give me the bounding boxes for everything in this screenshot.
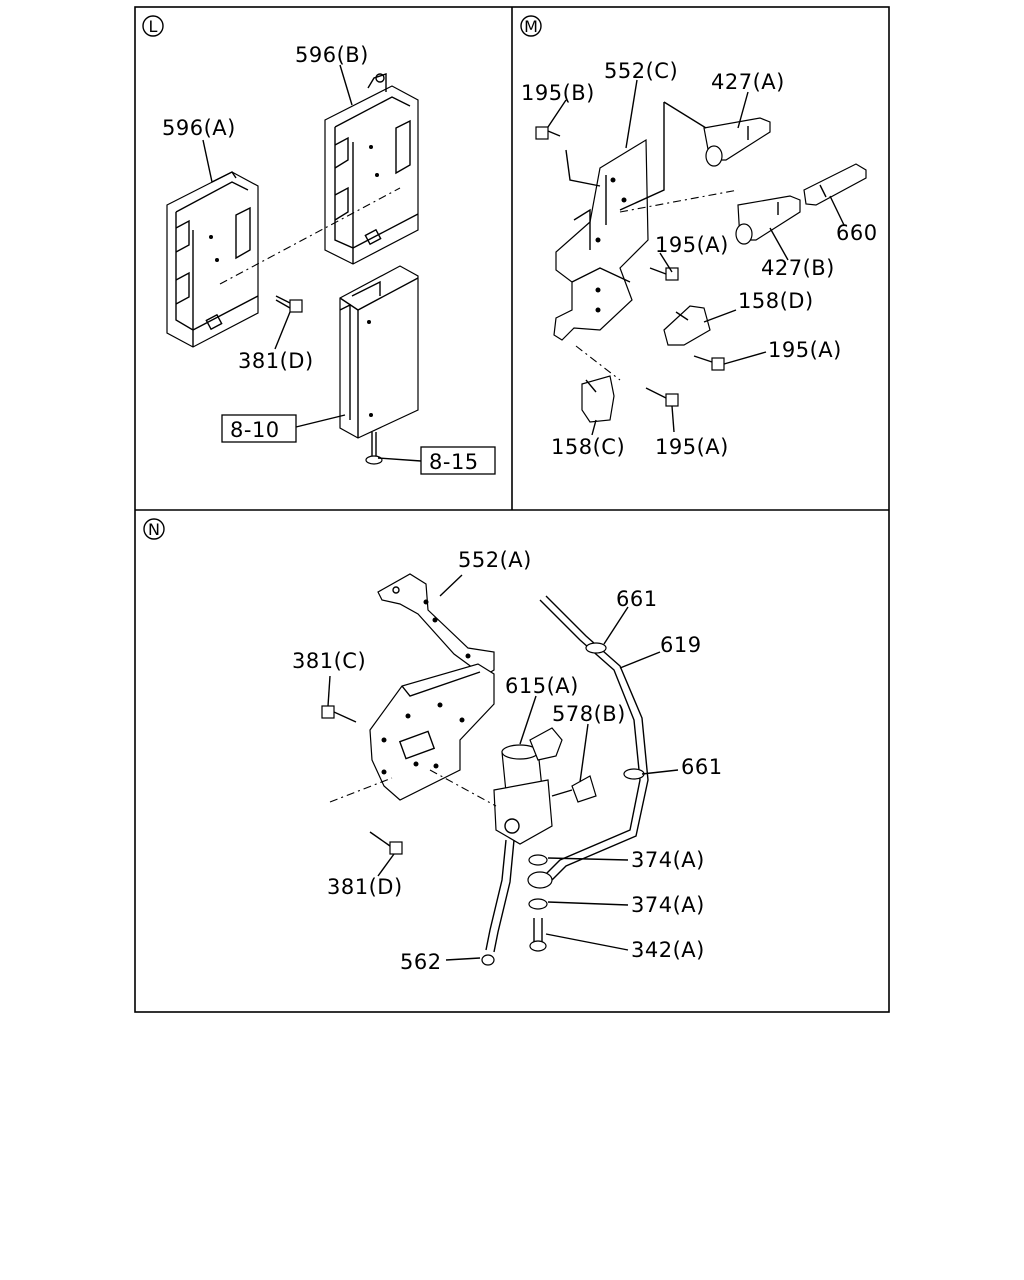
connector-427b-drawing [735,195,801,245]
label-552a: 552(A) [458,548,532,572]
washers-bolts-drawing [321,705,548,952]
pipe-619-drawing [527,595,649,889]
bracket-552a-drawing [377,573,495,677]
label-619: 619 [660,633,702,657]
label-box-8-10 [221,414,297,443]
label-195b: 195(B) [521,81,595,105]
bracket-552c-drawing [553,138,649,341]
bracket-596a-drawing [166,171,259,348]
label-660: 660 [836,221,878,245]
label-578b: 578(B) [552,702,626,726]
label-596b: 596(B) [295,43,369,67]
label-661-1: 661 [616,587,658,611]
label-158d: 158(D) [738,289,814,313]
label-562: 562 [400,950,442,974]
label-158c: 158(C) [551,435,625,459]
control-unit-drawing [339,265,419,439]
leaders-l [202,64,422,462]
bracket-plate-drawing [369,663,495,801]
connector-427a-drawing [703,117,771,167]
bolts-195-drawing [535,126,725,407]
label-381d-l: 381(D) [238,349,314,373]
clip-158c-drawing [581,375,615,423]
svg-text:N: N [148,520,160,539]
section-marker-n: N [143,518,165,540]
valve-615a-drawing [493,727,597,845]
pipe-660-drawing [803,163,867,206]
hose-lower-drawing [481,839,515,966]
leaders-n [327,574,679,961]
svg-text:L: L [149,17,158,36]
bracket-596b-drawing [324,73,419,265]
label-381d-n: 381(D) [327,875,403,899]
label-615a: 615(A) [505,674,579,698]
label-374a-2: 374(A) [631,893,705,917]
clip-158d-drawing [663,305,711,346]
bolt-381d-l-drawing [219,187,401,313]
label-342a: 342(A) [631,938,705,962]
label-195a-3: 195(A) [655,435,729,459]
leaders-m [547,79,845,436]
label-661-2: 661 [681,755,723,779]
label-195a-1: 195(A) [655,233,729,257]
label-box-8-15 [420,446,496,475]
label-8-15: 8-15 [429,450,479,474]
label-552c: 552(C) [604,59,678,83]
screw-8-15-drawing [365,432,383,465]
label-381c: 381(C) [292,649,366,673]
label-374a-1: 374(A) [631,848,705,872]
label-596a: 596(A) [162,116,236,140]
svg-text:M: M [524,17,538,36]
diagram-frame [134,6,890,1013]
label-195a-2: 195(A) [768,338,842,362]
section-marker-l: L [142,15,164,37]
section-marker-m: M [520,15,542,37]
label-8-10: 8-10 [230,418,280,442]
label-427a: 427(A) [711,70,785,94]
label-427b: 427(B) [761,256,835,280]
